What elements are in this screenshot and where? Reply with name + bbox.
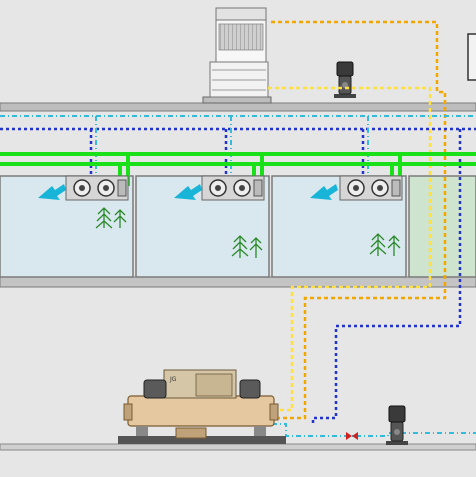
ahu-1 xyxy=(65,175,129,201)
tower-pump xyxy=(334,61,356,98)
chilled-water-header xyxy=(0,152,476,186)
plant-icon-2 xyxy=(231,235,263,258)
ahu-3 xyxy=(339,175,403,201)
lower-floor-slab xyxy=(0,276,476,288)
valve-icon xyxy=(346,432,358,440)
air-arrow-1 xyxy=(38,184,66,200)
condenser-supply-pipe xyxy=(271,20,447,420)
air-arrow-3 xyxy=(310,184,338,200)
ahu-2 xyxy=(201,175,265,201)
upper-floor-slab xyxy=(0,102,476,112)
air-arrow-2 xyxy=(174,184,202,200)
plant-icon-3 xyxy=(369,233,401,256)
cooling-tower xyxy=(202,7,272,104)
room-4 xyxy=(408,175,476,278)
condenser-return-pipe xyxy=(268,86,432,412)
chiller-badge: JG xyxy=(169,376,177,383)
plant-icon-1 xyxy=(95,207,127,229)
chiller: JG xyxy=(118,369,286,444)
chilled-water-pump xyxy=(386,405,408,445)
control-panel xyxy=(467,33,476,81)
